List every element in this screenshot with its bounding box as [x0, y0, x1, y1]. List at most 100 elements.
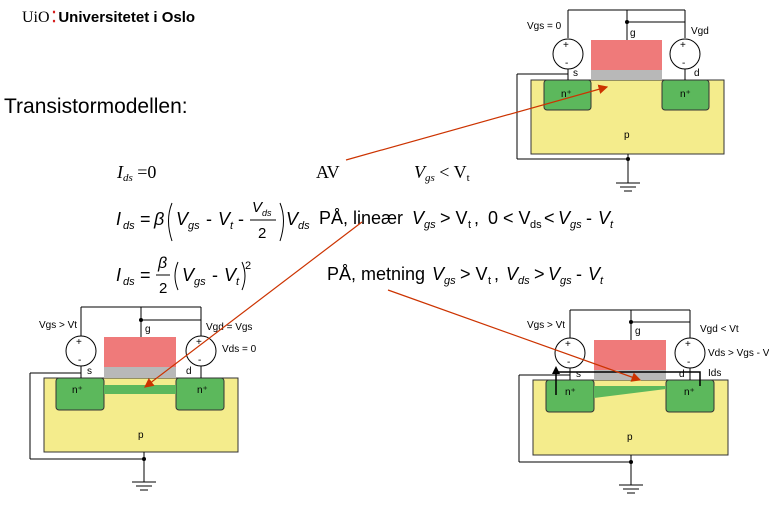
off-drain-label: d [694, 68, 700, 79]
logo-university: Universitetet i Oslo [58, 9, 196, 26]
svg-text:-: - [198, 355, 201, 366]
svg-text:0 < V: 0 < V [488, 208, 531, 228]
lin-vgd-label: Vgd = Vgs [206, 322, 252, 333]
svg-text:<: < [544, 208, 555, 228]
svg-text:-: - [206, 209, 212, 229]
svg-text:=: = [140, 209, 151, 229]
lin-substrate-label: p [138, 430, 144, 441]
diagram-linear: +- +- Vgs > Vt Vgd = Vgs Vds = 0 g s d n… [29, 306, 257, 491]
diagram-saturation: +- +- Vgs > Vt Vgd < Vt Vds > Vgs - Vt I… [518, 309, 769, 494]
arrow-off [345, 84, 609, 161]
eq2-lhs: I [116, 209, 121, 229]
svg-text:V: V [182, 265, 196, 285]
lin-vds-label: Vds = 0 [222, 344, 257, 355]
svg-text:+: + [680, 40, 686, 51]
svg-text:,: , [494, 264, 499, 284]
svg-text:V: V [252, 199, 264, 216]
svg-text:V: V [176, 209, 190, 229]
svg-text:gs: gs [194, 276, 206, 288]
svg-text:ds: ds [298, 220, 310, 232]
lin-drain-label: d [186, 366, 192, 377]
lin-oxide [104, 367, 176, 378]
svg-text:gs: gs [560, 275, 572, 287]
arrow-linear [144, 221, 363, 388]
svg-text:V: V [286, 209, 300, 229]
off-oxide [591, 70, 662, 80]
sat-n-left-label: n⁺ [565, 387, 576, 398]
svg-text:=: = [140, 265, 151, 285]
svg-text:t: t [468, 219, 471, 231]
svg-text:2: 2 [258, 225, 266, 242]
region-linear-label: PÅ, lineær [319, 208, 403, 228]
equation-saturation: I ds = β 2 V gs - V t 2 PÅ, metning V gs… [116, 255, 604, 297]
logo-uio: UiO [22, 9, 50, 26]
lin-gate-label: g [145, 324, 151, 335]
svg-text:,: , [474, 208, 479, 228]
svg-text:V: V [432, 264, 446, 284]
sat-substrate-label: p [627, 432, 633, 443]
svg-text:V: V [548, 264, 562, 284]
svg-text:β: β [157, 255, 167, 272]
diagram-off: +- +- Vgs = 0 Vgd g s d n⁺ n⁺ p [516, 9, 725, 192]
svg-text:+: + [685, 339, 691, 350]
sat-gate [594, 340, 666, 370]
condition-off: Vgs < Vt [414, 162, 470, 184]
svg-text:t: t [230, 220, 234, 232]
sat-drain-label: d [679, 369, 685, 380]
equation-linear: I ds = β V gs - V t - V ds 2 V ds PÅ, li… [116, 199, 614, 242]
svg-text:-: - [567, 357, 570, 368]
off-gate-label: g [630, 28, 636, 39]
svg-text:t: t [488, 275, 491, 287]
svg-text:-: - [212, 265, 218, 285]
sat-ids-path [555, 371, 701, 395]
svg-text:V: V [588, 264, 602, 284]
svg-text:β: β [153, 209, 164, 229]
svg-text:-: - [78, 355, 81, 366]
svg-text:+: + [563, 40, 569, 51]
svg-text:>: > [534, 264, 545, 284]
sat-vgd-label: Vgd < Vt [700, 324, 739, 335]
svg-text:gs: gs [570, 219, 582, 231]
svg-text:t: t [600, 275, 604, 287]
lin-n-left-label: n⁺ [72, 385, 83, 396]
svg-text:gs: gs [424, 219, 436, 231]
svg-text:-: - [687, 357, 690, 368]
svg-text:-: - [576, 264, 582, 284]
lin-gate [104, 337, 176, 367]
svg-text:2: 2 [159, 280, 167, 297]
off-source-label: s [573, 68, 578, 79]
svg-text:gs: gs [444, 275, 456, 287]
sat-oxide [594, 370, 666, 380]
off-n-right-label: n⁺ [680, 89, 691, 100]
sat-channel [594, 386, 666, 398]
lin-source-label: s [87, 366, 92, 377]
off-substrate-label: p [624, 130, 630, 141]
sat-vds-label: Vds > Vgs - Vt [708, 348, 769, 359]
sat-gate-label: g [635, 326, 641, 337]
region-saturation-label: PÅ, metning [327, 264, 425, 284]
off-vgd-label: Vgd [691, 26, 709, 37]
svg-text:-: - [682, 58, 685, 69]
logo-dots-icon: ⁚ [51, 9, 57, 26]
eq3-lhs: I [116, 265, 121, 285]
svg-text:gs: gs [188, 220, 200, 232]
svg-text:-: - [586, 208, 592, 228]
sat-source-label: s [576, 369, 581, 380]
sat-ids-arrow-icon [552, 366, 560, 374]
svg-text:ds: ds [518, 275, 530, 287]
eq3-lhs-sub: ds [123, 276, 135, 288]
eq2-lhs-sub: ds [123, 220, 135, 232]
svg-text:V: V [412, 208, 426, 228]
svg-text:> V: > V [460, 264, 488, 284]
svg-text:V: V [558, 208, 572, 228]
sat-n-right-label: n⁺ [684, 387, 695, 398]
page-title: Transistormodellen: [4, 95, 188, 118]
lin-n-right-label: n⁺ [197, 385, 208, 396]
off-n-left-label: n⁺ [561, 89, 572, 100]
svg-text:+: + [76, 337, 82, 348]
svg-text:> V: > V [440, 208, 468, 228]
svg-text:V: V [506, 264, 520, 284]
svg-text:ds: ds [262, 208, 272, 218]
lin-vgs-label: Vgs > Vt [39, 320, 77, 331]
off-vgs-label: Vgs = 0 [527, 21, 562, 32]
